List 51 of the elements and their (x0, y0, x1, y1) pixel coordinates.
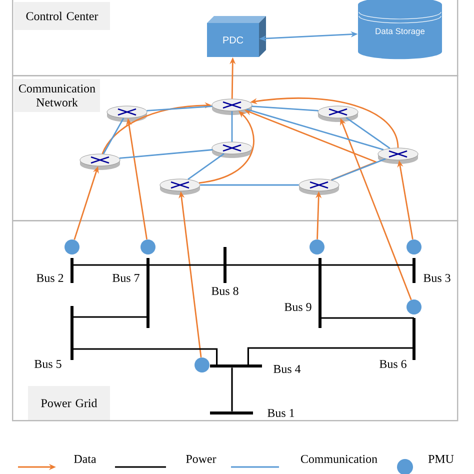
router-icon (212, 98, 252, 115)
bus-label: Bus 7 (112, 274, 140, 282)
pmu-dot (194, 358, 210, 372)
router-icon (298, 178, 340, 195)
pmu-dot (406, 240, 422, 254)
bus-label: Bus 4 (274, 365, 301, 373)
branch-line (247, 347, 414, 366)
bus-label: Bus 1 (268, 409, 294, 417)
router-icon (212, 142, 252, 158)
legend-label: Communication (300, 454, 378, 464)
link-line (119, 149, 213, 159)
pmu-dot (310, 240, 324, 254)
pmu-dot (140, 240, 156, 254)
link-line (231, 111, 233, 142)
router-icon (318, 106, 358, 122)
link-line (146, 106, 212, 112)
bus-label: Bus 5 (34, 360, 62, 368)
branch-line (320, 264, 414, 266)
branch-line (320, 317, 414, 319)
link-line (246, 108, 384, 150)
panel-label: Power Grid (28, 386, 110, 420)
bus-label: Bus 9 (284, 302, 312, 311)
link-line (252, 106, 318, 112)
link-line (188, 153, 224, 180)
router-icon (160, 178, 200, 195)
branch-line (231, 368, 233, 412)
panel-label: Control Center (14, 2, 110, 30)
link-line (200, 184, 299, 186)
branch-line (72, 316, 148, 318)
bus-label: Bus 6 (380, 360, 406, 368)
legend-label: Data (74, 455, 96, 463)
branch-line (225, 264, 320, 266)
link-line (346, 117, 390, 149)
link-line (102, 118, 124, 154)
branch-line (72, 264, 148, 266)
branch-line (148, 264, 225, 266)
branch-line (72, 348, 218, 366)
pmu-dot (406, 300, 422, 314)
panel-label: Communication Network (14, 79, 100, 112)
device-box: PDC (207, 16, 266, 57)
pmu-dot (64, 240, 80, 254)
legend-label: PMU (428, 455, 454, 463)
bus-label: Bus 8 (212, 286, 238, 296)
legend-label: Power (186, 455, 216, 463)
storage-cylinder: Data Storage (358, 0, 442, 60)
bus-label: Bus 2 (36, 274, 64, 282)
router-icon (378, 148, 418, 164)
router-icon (106, 106, 148, 122)
router-icon (80, 154, 120, 170)
link-line (331, 158, 386, 181)
bus-label: Bus 3 (424, 274, 450, 282)
